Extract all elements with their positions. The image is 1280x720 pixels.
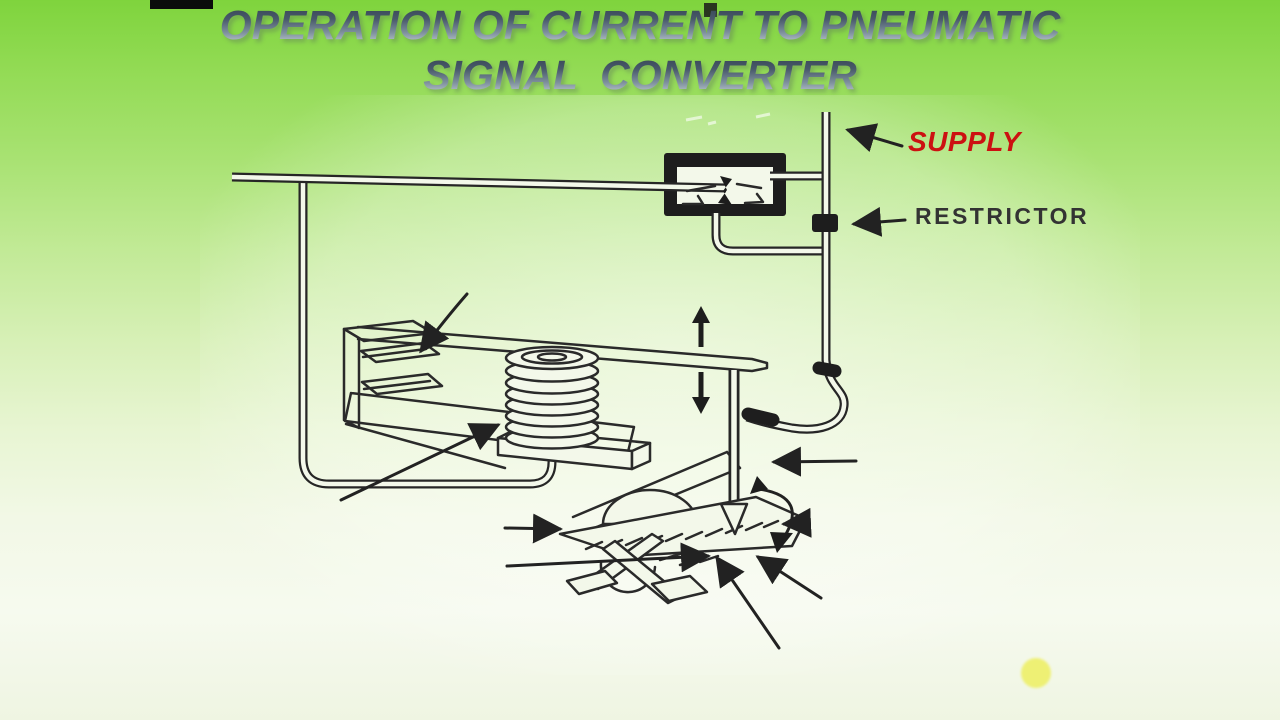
feedback-pipe — [298, 179, 557, 489]
nozzle-cone — [719, 502, 749, 536]
leader-arrow-magnet — [419, 292, 469, 354]
relay-internals — [681, 176, 765, 206]
title-line-2: SIGNAL CONVERTER — [0, 50, 1280, 100]
pointer-dot — [1021, 658, 1051, 688]
relay-output-pipe — [711, 171, 824, 256]
supply-pipe — [741, 112, 849, 434]
restrictor-marker — [812, 214, 838, 232]
title-line-1: OPERATION OF CURRENT TO PNEUMATIC — [0, 0, 1280, 50]
video-artifact-marks — [150, 0, 771, 126]
coil — [504, 345, 600, 450]
leader-arrow-coil — [339, 423, 501, 502]
slide-title: OPERATION OF CURRENT TO PNEUMATIC SIGNAL… — [0, 0, 1280, 100]
pipe-joint-sleeve — [741, 407, 780, 427]
flapper-leader-arrows — [503, 446, 858, 650]
restrictor-arrow — [851, 206, 907, 237]
flexure-foot-left — [565, 569, 619, 596]
magnet-yoke — [342, 319, 444, 430]
flexure-foot-right — [650, 574, 709, 603]
supply-arrow — [845, 123, 904, 153]
supply-label: SUPPLY — [908, 126, 1021, 157]
motion-double-arrow — [692, 306, 710, 414]
pipe-elbow-sleeve — [812, 361, 842, 378]
signal-pipe — [231, 172, 727, 193]
restrictor-label: RESTRICTOR — [915, 203, 1090, 229]
